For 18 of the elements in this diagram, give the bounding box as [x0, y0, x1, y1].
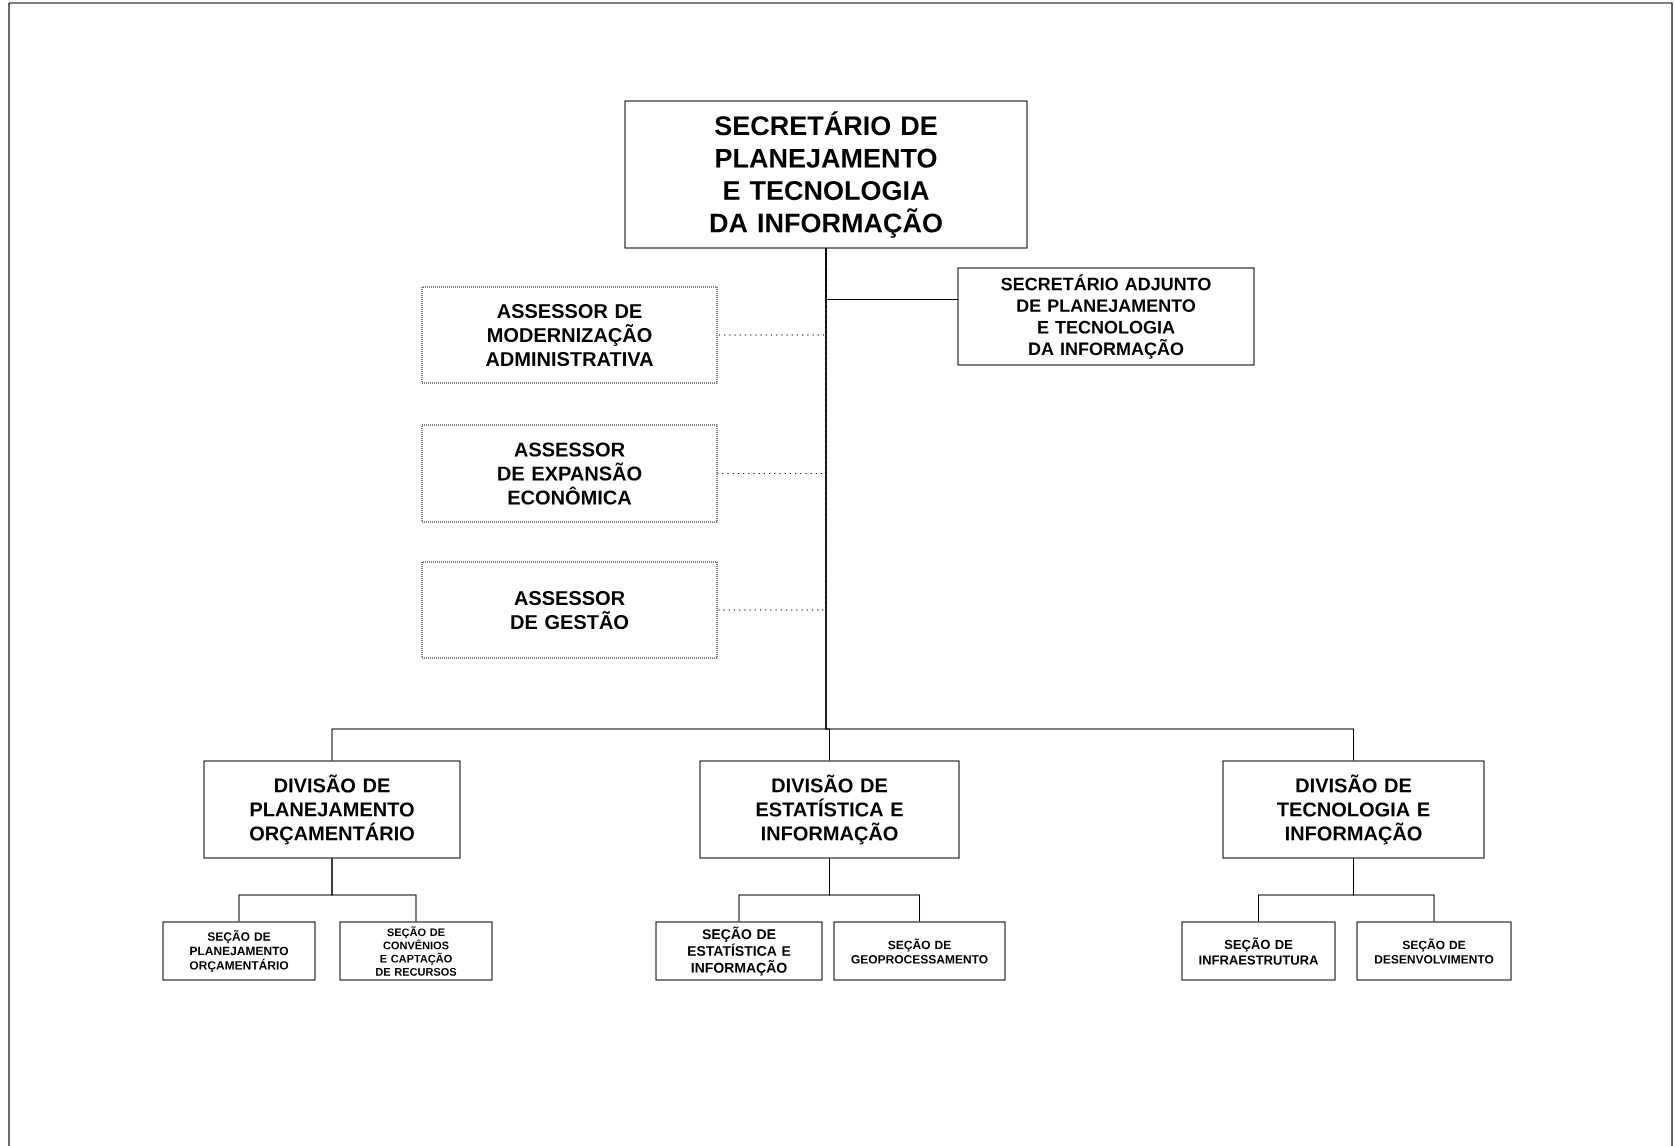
section-box: SEÇÃO DE GEOPROCESSAMENTO — [833, 921, 1006, 981]
unit-box: DIVISÃO DE PLANEJAMENTO ORÇAMENTÁRIO — [203, 760, 461, 859]
connector-line — [829, 858, 920, 922]
section-box: SEÇÃO DE ESTATÍSTICA E INFORMAÇÃO — [655, 921, 823, 981]
connector-line — [1353, 858, 1435, 922]
section-box: SEÇÃO DE CONVÊNIOS E CAPTAÇÃO DE RECURSOS — [339, 921, 493, 981]
connector-line — [331, 858, 417, 922]
advisor-box: ASSESSOR DE MODERNIZAÇÃO ADMINISTRATIVA — [421, 286, 718, 384]
unit-box: SECRETÁRIO ADJUNTO DE PLANEJAMENTO E TECNOLOGIA DA INFORMAÇÃO — [957, 267, 1255, 366]
section-box: SEÇÃO DE PLANEJAMENTO ORÇAMENTÁRIO — [162, 921, 316, 981]
section-box: SEÇÃO DE DESENVOLVIMENTO — [1356, 921, 1512, 981]
advisor-box: ASSESSOR DE EXPANSÃO ECONÔMICA — [421, 424, 718, 523]
unit-box: DIVISÃO DE TECNOLOGIA E INFORMAÇÃO — [1222, 760, 1485, 859]
connector-line — [825, 248, 1354, 761]
section-box: SEÇÃO DE INFRAESTRUTURA — [1181, 921, 1336, 981]
advisor-box: ASSESSOR DE GESTÃO — [421, 561, 718, 659]
unit-box: SECRETÁRIO DE PLANEJAMENTO E TECNOLOGIA DA INFORMAÇÃO — [624, 100, 1028, 249]
unit-box: DIVISÃO DE ESTATÍSTICA E INFORMAÇÃO — [699, 760, 960, 859]
